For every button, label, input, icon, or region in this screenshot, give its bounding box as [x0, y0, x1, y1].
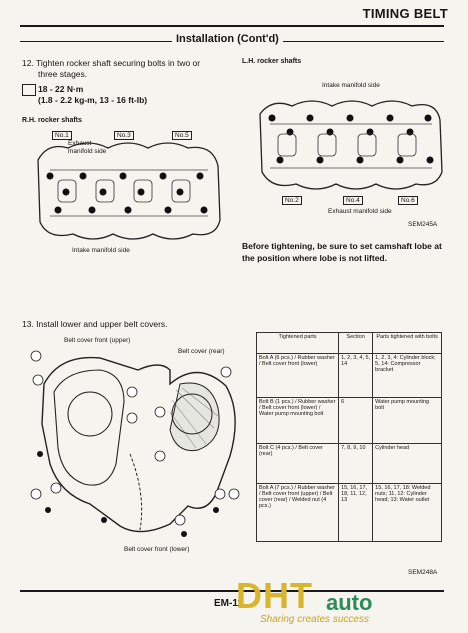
page-number: EM-11	[214, 598, 243, 609]
table-header-section: Section	[338, 332, 374, 354]
label-belt-cover-rear: Belt cover (rear)	[178, 348, 225, 355]
rh-rocker-label: R.H. rocker shafts	[22, 117, 82, 124]
table-row-4-parts: Bolt A (7 pcs.) / Rubber washer / Belt c…	[255, 483, 340, 542]
table-row-1-with: 1, 2, 3, 4: Cylinder block; 5, 14: Compr…	[372, 353, 442, 398]
rh-box-no5: No.5	[172, 131, 192, 140]
table-row-1-section: 1, 2, 3, 4, 5, 14	[338, 353, 374, 398]
table-header-with: Parts tightened with bolts	[372, 332, 442, 354]
torque-spec: 18 - 22 N·m	[38, 84, 84, 94]
lh-exhaust-label: Exhaust manifold side	[328, 208, 392, 215]
rh-box-no1: No.1	[52, 131, 72, 140]
label-belt-cover-front-lower: Belt cover front (lower)	[124, 546, 190, 553]
table-row-3-with: Cylinder head	[372, 443, 442, 484]
header-rule	[20, 25, 444, 27]
table-row-1-parts: Bolt A (6 pcs.) / Rubber washer / Belt c…	[255, 353, 340, 398]
table-row-2-with: Water pump mounting bolt	[372, 397, 442, 444]
lh-intake-label: Intake manifold side	[322, 82, 380, 89]
table-row-2-section: 6	[338, 397, 374, 444]
lh-box-no2: No.2	[282, 196, 302, 205]
tightened-parts-table: Tightened parts Section Parts tightened …	[255, 332, 442, 542]
section-title: Installation (Cont'd)	[172, 33, 283, 45]
figure-code-245: SEM245A	[408, 221, 438, 228]
tightening-note: Before tightening, be sure to set camsha…	[242, 241, 442, 263]
lh-rocker-label: L.H. rocker shafts	[242, 58, 302, 65]
rh-rocker-shaft-diagram	[37, 142, 221, 240]
rh-exhaust-label: Exhaust manifold side	[68, 140, 107, 155]
step13-text: 13. Install lower and upper belt covers.	[22, 319, 168, 329]
belt-cover-diagram	[30, 350, 240, 537]
table-row-3-parts: Bolt C (4 pcs.) / Belt cover (rear)	[255, 443, 340, 484]
footer-rule	[20, 590, 444, 592]
watermark-tagline: Sharing creates success	[260, 614, 369, 625]
table-row-2-parts: Bolt B (1 pcs.) / Rubber washer / Belt c…	[255, 397, 340, 444]
lh-box-no6: No.6	[398, 196, 418, 205]
table-row-4-section: 15, 16, 17, 18, 11, 12, 13	[338, 483, 374, 542]
watermark-logo: DHT	[236, 575, 313, 616]
step12-line1: 12. Tighten rocker shaft securing bolts …	[22, 58, 201, 68]
torque-wrench-icon	[22, 84, 36, 96]
rh-box-no3: No.3	[114, 131, 134, 140]
figure-code-248: SEM248A	[408, 569, 438, 576]
torque-spec-imperial: (1.8 - 2.2 kg-m, 13 - 16 ft-lb)	[38, 95, 148, 105]
rh-intake-label: Intake manifold side	[72, 247, 130, 254]
table-row-3-section: 7, 8, 9, 10	[338, 443, 374, 484]
label-belt-cover-front-upper: Belt cover front (upper)	[64, 337, 131, 344]
lh-box-no4: No.4	[343, 196, 363, 205]
page-title: TIMING BELT	[362, 6, 448, 21]
table-header-parts: Tightened parts	[255, 332, 340, 354]
watermark-auto: auto	[326, 590, 373, 615]
step12-line2: three stages.	[38, 69, 88, 79]
table-row-4-with: 15, 16, 17, 18: Welded nuts; 11, 12: Cyl…	[372, 483, 442, 542]
lh-rocker-shaft-diagram	[259, 100, 443, 190]
